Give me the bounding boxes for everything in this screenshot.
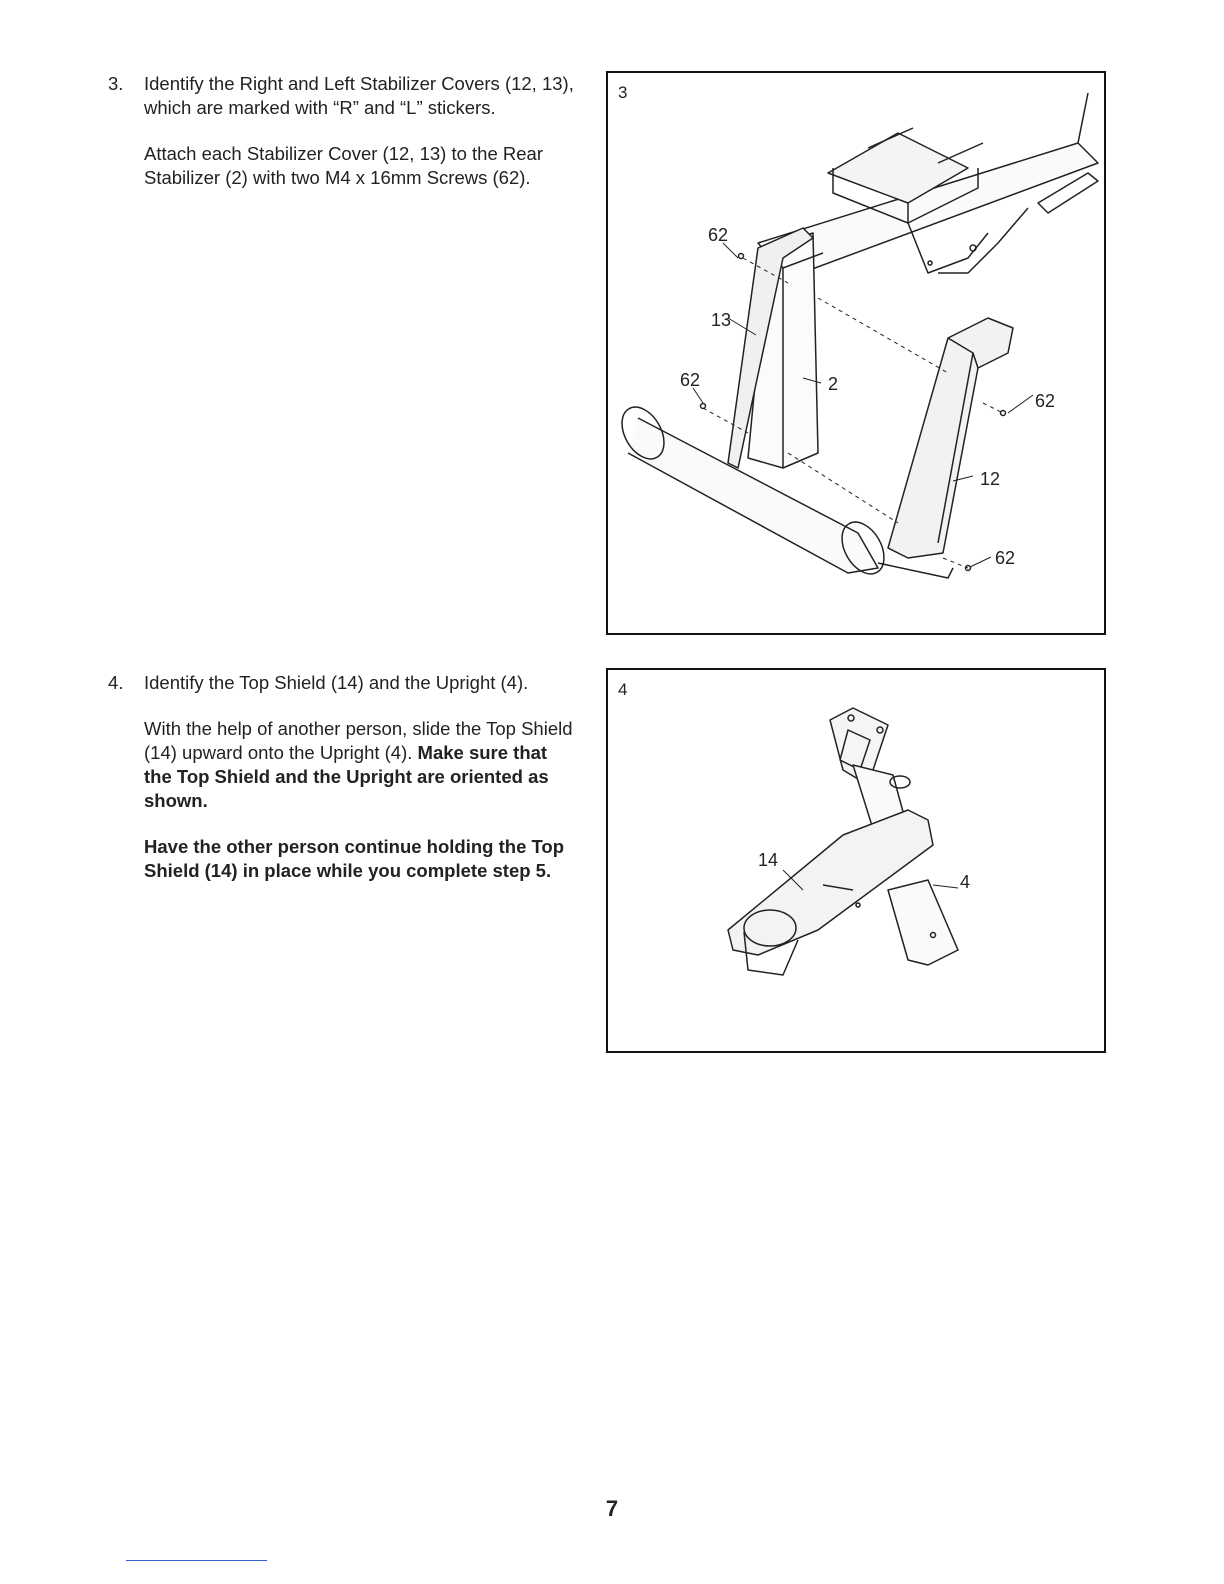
step-4-body: Identify the Top Shield (14) and the Upr…	[144, 671, 578, 883]
figure-4-number: 4	[618, 680, 628, 699]
step-4-paragraph-1: Identify the Top Shield (14) and the Upr…	[144, 672, 529, 693]
figure-4: 4 14 4	[606, 668, 1106, 1053]
step-3-number: 3.	[108, 73, 124, 94]
step-3-body: Identify the Right and Left Stabilizer C…	[144, 72, 578, 190]
figure-3-illustration: 62 13 62 2 62 12 62	[621, 92, 1099, 579]
step-4-paragraph-2-bold: Make sure that the Top Shield and the Up…	[144, 742, 549, 811]
step-4-number: 4.	[108, 672, 124, 693]
step-3: 3. Identify the Right and Left Stabilize…	[108, 72, 578, 212]
figure-3-number: 3	[618, 83, 628, 102]
callout-right-stabilizer-cover-12: 12	[980, 469, 1000, 489]
page-number: 7	[605, 1496, 619, 1521]
step-4-paragraph-3: Have the other person continue holding t…	[144, 836, 565, 881]
callout-screw-62-upper-left: 62	[708, 225, 728, 245]
footer-divider	[126, 1560, 267, 1561]
step-4-paragraph-2: With the help of another person, slide t…	[144, 717, 578, 813]
callout-left-stabilizer-cover-13: 13	[711, 310, 731, 330]
callout-screw-62-lower-left: 62	[680, 370, 700, 390]
callout-top-shield-14: 14	[758, 850, 778, 870]
callout-screw-62-lower-right: 62	[995, 548, 1015, 568]
step-4: 4. Identify the Top Shield (14) and the …	[108, 671, 578, 905]
figure-3: 3	[606, 71, 1106, 635]
step-3-paragraph-1: Identify the Right and Left Stabilizer C…	[144, 73, 574, 118]
figure-4-illustration: 14 4	[727, 707, 970, 976]
callout-screw-62-upper-right: 62	[1035, 391, 1055, 411]
step-4-paragraph-2-regular: With the help of another person, slide t…	[144, 718, 573, 763]
callout-upright-4: 4	[960, 872, 970, 892]
step-3-paragraph-2: Attach each Stabilizer Cover (12, 13) to…	[144, 143, 543, 188]
callout-rear-stabilizer-2: 2	[828, 374, 838, 394]
